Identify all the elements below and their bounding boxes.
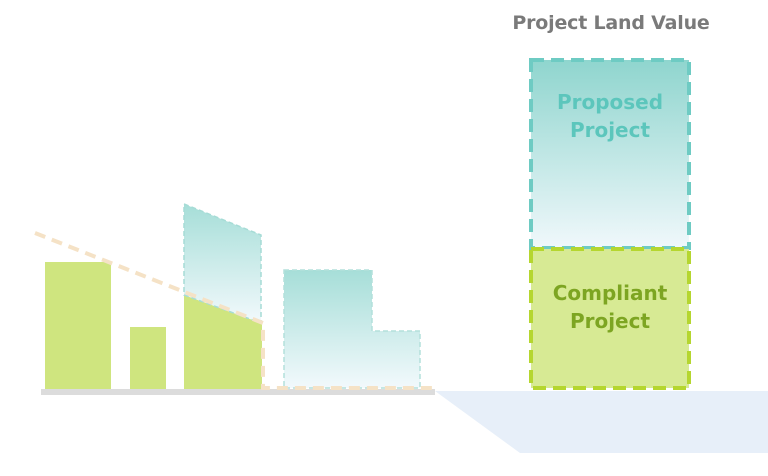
building-3-compliant [184,295,262,389]
proposed-project-box [529,58,691,250]
building-4-proposed [283,269,421,389]
proposed-project-label: Proposed Project [530,88,690,144]
diagram-title: Project Land Value [512,12,710,34]
proposed-label-line1: Proposed [556,90,664,114]
compliant-label-line2: Project [569,309,651,333]
ground-plane-shadow [435,391,768,453]
compliant-project-label: Compliant Project [530,279,690,335]
zoning-envelope-line [34,231,435,390]
compliant-project-box [529,247,691,390]
proposed-label-line2: Project [569,118,651,142]
compliant-label-line1: Compliant [552,281,668,305]
ground-line [41,389,435,395]
building-2-compliant [130,327,166,389]
building-1-compliant [45,262,111,389]
